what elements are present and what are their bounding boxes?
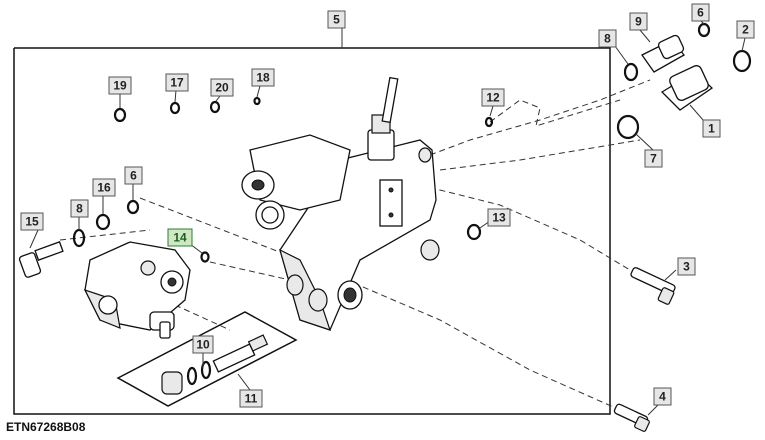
svg-text:12: 12 bbox=[486, 91, 500, 105]
svg-text:20: 20 bbox=[215, 81, 229, 95]
callout-7: 7 bbox=[644, 149, 663, 168]
callout-6-left: 6 bbox=[124, 166, 143, 185]
callout-14: 14 bbox=[167, 228, 193, 247]
callout-3: 3 bbox=[677, 257, 696, 276]
svg-text:16: 16 bbox=[97, 181, 111, 195]
svg-text:8: 8 bbox=[76, 202, 83, 216]
callout-15: 15 bbox=[20, 212, 44, 231]
valve-housing bbox=[241, 76, 440, 331]
callout-5: 5 bbox=[327, 10, 346, 29]
svg-text:6: 6 bbox=[130, 169, 137, 183]
svg-text:4: 4 bbox=[659, 390, 666, 404]
cartridge-kit bbox=[116, 311, 298, 407]
assembly-frame bbox=[13, 47, 611, 415]
svg-text:8: 8 bbox=[604, 32, 611, 46]
svg-text:15: 15 bbox=[25, 215, 39, 229]
figure-id-label: ETN67268B08 bbox=[6, 420, 86, 434]
callout-16: 16 bbox=[92, 178, 116, 197]
svg-text:17: 17 bbox=[170, 76, 184, 90]
callout-19: 19 bbox=[108, 76, 132, 95]
svg-text:11: 11 bbox=[245, 392, 258, 406]
right-bolts bbox=[613, 267, 676, 432]
callout-2: 2 bbox=[736, 20, 755, 39]
callout-11: 11 bbox=[239, 389, 263, 408]
callout-13: 13 bbox=[487, 208, 511, 227]
svg-text:2: 2 bbox=[742, 23, 749, 37]
callout-8-right: 8 bbox=[598, 29, 617, 48]
svg-text:18: 18 bbox=[256, 71, 270, 85]
callout-4: 4 bbox=[653, 387, 672, 406]
callout-1: 1 bbox=[702, 119, 721, 138]
callout-17: 17 bbox=[165, 73, 189, 92]
svg-text:3: 3 bbox=[683, 260, 690, 274]
callout-6-top: 6 bbox=[691, 3, 710, 22]
svg-text:6: 6 bbox=[697, 6, 704, 20]
svg-text:13: 13 bbox=[492, 211, 506, 225]
left-bolt-and-seals bbox=[18, 199, 210, 278]
callout-9: 9 bbox=[629, 12, 648, 31]
svg-text:5: 5 bbox=[333, 13, 340, 27]
callout-8-left: 8 bbox=[70, 199, 89, 218]
svg-text:7: 7 bbox=[650, 152, 657, 166]
callout-12: 12 bbox=[481, 88, 505, 107]
svg-text:1: 1 bbox=[708, 122, 715, 136]
port-fittings bbox=[616, 22, 752, 140]
relief-valve-block bbox=[83, 241, 191, 339]
svg-text:19: 19 bbox=[113, 79, 127, 93]
loose-seals bbox=[113, 96, 494, 241]
callout-10: 10 bbox=[192, 335, 214, 354]
svg-text:14: 14 bbox=[173, 231, 187, 245]
svg-text:10: 10 bbox=[196, 338, 210, 352]
callout-20: 20 bbox=[210, 78, 234, 97]
svg-text:9: 9 bbox=[635, 15, 642, 29]
callout-18: 18 bbox=[251, 68, 275, 87]
